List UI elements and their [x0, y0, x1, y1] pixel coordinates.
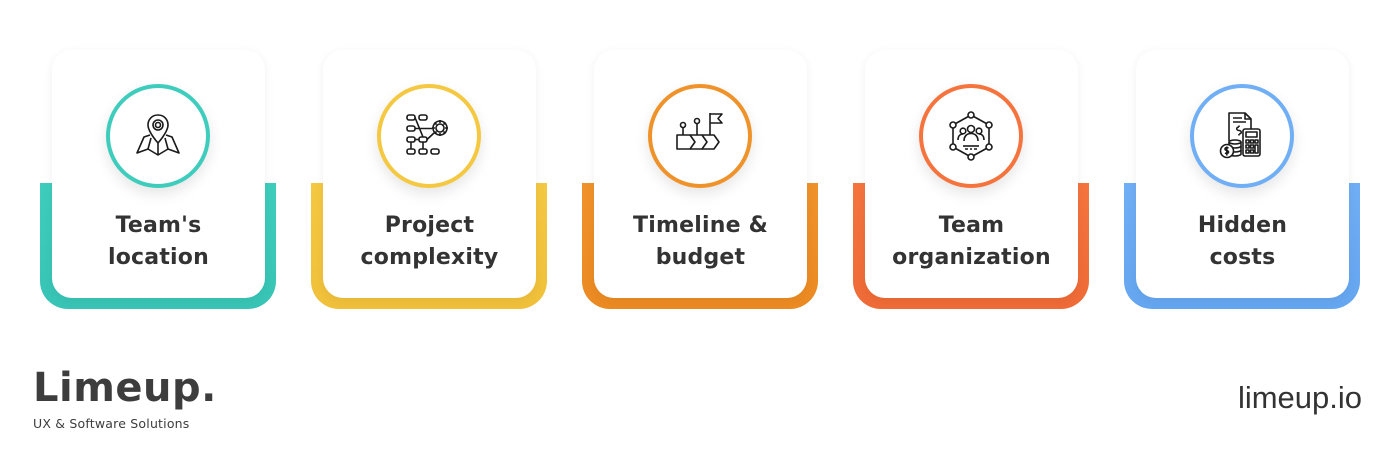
brand-name: Limeup.	[33, 365, 217, 411]
icon-circle	[919, 84, 1023, 188]
map-pin-icon	[136, 114, 180, 156]
team-network-icon	[949, 111, 993, 161]
factor-label: Project complexity	[323, 210, 536, 274]
factor-card-hidden-costs: Hidden costs	[1124, 0, 1360, 320]
website-url: limeup.io	[1237, 380, 1362, 415]
label-line-1: Project	[384, 213, 475, 238]
factor-label: Team's location	[52, 210, 265, 274]
factor-card-timeline-budget: Timeline & budget	[582, 0, 818, 320]
label-line-2: costs	[1209, 245, 1276, 270]
icon-circle	[648, 84, 752, 188]
factor-card-project-complexity: Project complexity	[311, 0, 547, 320]
label-line-2: location	[108, 245, 209, 270]
factor-label: Team organization	[865, 210, 1078, 274]
factor-card-team-location: Team's location	[40, 0, 276, 320]
label-line-1: Team	[938, 213, 1005, 238]
label-line-2: complexity	[360, 245, 499, 270]
roadmap-flag-icon	[676, 113, 723, 150]
label-line-2: organization	[892, 245, 1051, 270]
factor-card-team-organization: Team organization	[853, 0, 1089, 320]
calculator-invoice-icon	[1219, 112, 1261, 159]
factor-label: Hidden costs	[1136, 210, 1349, 274]
label-line-1: Hidden	[1197, 213, 1288, 238]
icon-circle	[377, 84, 481, 188]
icon-circle	[1190, 84, 1294, 188]
brand-tagline: UX & Software Solutions	[33, 416, 190, 431]
label-line-1: Team's	[115, 213, 202, 238]
label-line-1: Timeline &	[633, 213, 768, 238]
label-line-2: budget	[655, 245, 746, 270]
brand-logo: Limeup. UX & Software Solutions	[33, 366, 217, 431]
flowchart-gear-icon	[406, 114, 448, 155]
factor-label: Timeline & budget	[594, 210, 807, 274]
icon-circle	[106, 84, 210, 188]
